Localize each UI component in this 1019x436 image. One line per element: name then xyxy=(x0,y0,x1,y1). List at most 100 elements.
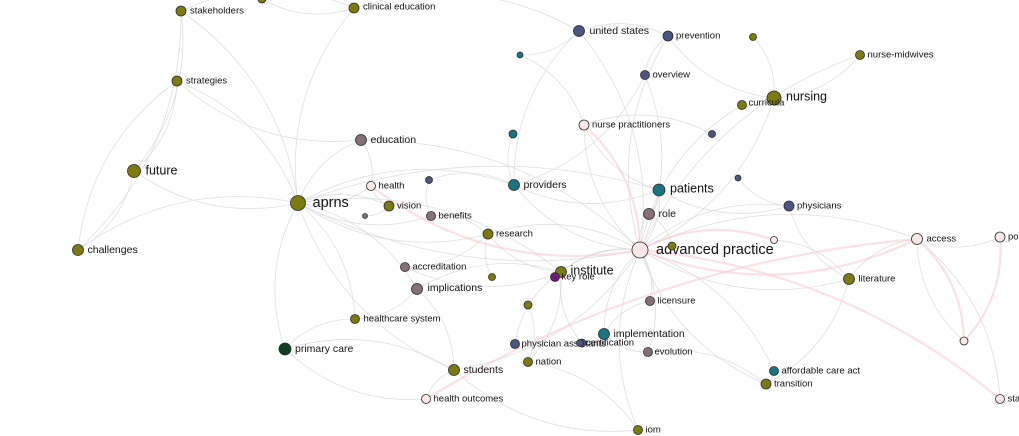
node-access[interactable]: access xyxy=(911,233,957,245)
node-marker[interactable] xyxy=(550,272,560,282)
node-marker[interactable] xyxy=(855,50,865,60)
node-nursing[interactable]: nursing xyxy=(766,89,827,106)
node-marker[interactable] xyxy=(257,0,267,4)
node-nurse-practitioners[interactable]: nurse practitioners xyxy=(578,119,670,131)
node-marker[interactable] xyxy=(995,394,1005,404)
node-marker[interactable] xyxy=(662,30,674,42)
node-literature[interactable]: literature xyxy=(843,273,896,285)
node-health-outcomes[interactable]: health outcomes xyxy=(421,394,504,405)
node-marker[interactable] xyxy=(640,70,650,80)
node-marker[interactable] xyxy=(652,183,666,197)
node-sta-cut[interactable]: sta xyxy=(995,394,1019,405)
node-marker[interactable] xyxy=(643,208,655,220)
node-patients[interactable]: patients xyxy=(652,181,714,197)
node-implications[interactable]: implications xyxy=(411,282,483,295)
node-implementation[interactable]: implementation xyxy=(598,328,685,340)
node-transition[interactable]: transition xyxy=(760,378,813,390)
node-marker[interactable] xyxy=(426,211,436,221)
node-marker[interactable] xyxy=(508,129,518,139)
node-unlabeled-14[interactable] xyxy=(257,0,267,4)
node-marker[interactable] xyxy=(708,130,716,138)
node-marker[interactable] xyxy=(766,90,782,106)
node-marker[interactable] xyxy=(383,200,395,212)
node-key-role[interactable]: key role xyxy=(550,272,595,283)
node-evolution[interactable]: evolution xyxy=(643,347,693,358)
node-marker[interactable] xyxy=(578,119,590,131)
node-unlabeled-2[interactable] xyxy=(508,129,518,139)
node-vision[interactable]: vision xyxy=(383,200,421,212)
node-students[interactable]: students xyxy=(448,364,504,376)
node-unlabeled-10[interactable] xyxy=(770,236,778,244)
node-marker[interactable] xyxy=(400,262,410,272)
node-unlabeled-5[interactable] xyxy=(749,33,757,41)
node-unlabeled-3[interactable] xyxy=(425,176,433,184)
node-marker[interactable] xyxy=(843,273,855,285)
node-physicians[interactable]: physicians xyxy=(783,200,842,212)
node-marker[interactable] xyxy=(366,181,376,191)
node-marker[interactable] xyxy=(448,364,460,376)
node-marker[interactable] xyxy=(348,2,360,14)
node-marker[interactable] xyxy=(769,366,779,376)
node-marker[interactable] xyxy=(734,174,742,182)
node-marker[interactable] xyxy=(411,283,423,295)
node-marker[interactable] xyxy=(643,347,653,357)
node-marker[interactable] xyxy=(737,100,747,110)
node-marker[interactable] xyxy=(633,425,643,435)
node-health[interactable]: health xyxy=(366,181,405,192)
node-overview[interactable]: overview xyxy=(640,70,691,81)
node-marker[interactable] xyxy=(749,33,757,41)
node-marker[interactable] xyxy=(362,213,368,219)
node-unlabeled-6[interactable] xyxy=(667,241,677,251)
node-marker[interactable] xyxy=(425,176,433,184)
node-nation[interactable]: nation xyxy=(523,357,562,368)
node-benefits[interactable]: benefits xyxy=(426,211,473,222)
node-prevention[interactable]: prevention xyxy=(662,30,720,42)
node-unlabeled-8[interactable] xyxy=(734,174,742,182)
node-marker[interactable] xyxy=(508,179,520,191)
node-marker[interactable] xyxy=(760,378,772,390)
node-marker[interactable] xyxy=(516,51,524,59)
node-marker[interactable] xyxy=(667,241,677,251)
node-marker[interactable] xyxy=(510,339,520,349)
node-affordable-care-act[interactable]: affordable care act xyxy=(769,366,861,377)
node-marker[interactable] xyxy=(523,300,533,310)
node-research[interactable]: research xyxy=(482,228,533,240)
node-accreditation[interactable]: accreditation xyxy=(400,262,467,273)
node-marker[interactable] xyxy=(278,342,292,356)
node-po-cut[interactable]: po xyxy=(994,231,1019,243)
node-advanced-practice[interactable]: advanced practice xyxy=(631,241,774,259)
node-marker[interactable] xyxy=(421,394,431,404)
node-primary-care[interactable]: primary care xyxy=(278,342,354,356)
node-unlabeled-13[interactable] xyxy=(523,300,533,310)
node-marker[interactable] xyxy=(171,75,183,87)
node-marker[interactable] xyxy=(598,328,610,340)
node-physician-assistants[interactable]: physician assistants xyxy=(510,339,607,350)
node-providers[interactable]: providers xyxy=(508,179,567,191)
node-marker[interactable] xyxy=(350,314,360,324)
node-challenges[interactable]: challenges xyxy=(72,244,138,256)
node-clinical-education[interactable]: clinical education xyxy=(348,2,435,14)
node-licensure[interactable]: licensure xyxy=(645,296,696,307)
node-marker[interactable] xyxy=(911,233,923,245)
node-marker[interactable] xyxy=(959,336,969,346)
node-marker[interactable] xyxy=(631,241,649,259)
node-iom[interactable]: iom xyxy=(633,425,661,436)
node-marker[interactable] xyxy=(783,200,795,212)
node-marker[interactable] xyxy=(482,228,494,240)
node-marker[interactable] xyxy=(355,134,367,146)
node-marker[interactable] xyxy=(127,164,141,178)
node-marker[interactable] xyxy=(994,231,1006,243)
node-marker[interactable] xyxy=(72,244,84,256)
node-unlabeled-7[interactable] xyxy=(488,273,496,281)
node-future[interactable]: future xyxy=(127,163,178,178)
node-marker[interactable] xyxy=(175,5,187,17)
node-marker[interactable] xyxy=(573,25,585,37)
node-marker[interactable] xyxy=(645,296,655,306)
node-unlabeled-4[interactable] xyxy=(708,130,716,138)
node-united-states[interactable]: united states xyxy=(573,25,650,37)
node-role[interactable]: role xyxy=(643,208,677,220)
node-healthcare-system[interactable]: healthcare system xyxy=(350,314,441,325)
node-marker[interactable] xyxy=(770,236,778,244)
node-marker[interactable] xyxy=(576,339,584,347)
node-aprns[interactable]: aprns xyxy=(290,195,349,211)
